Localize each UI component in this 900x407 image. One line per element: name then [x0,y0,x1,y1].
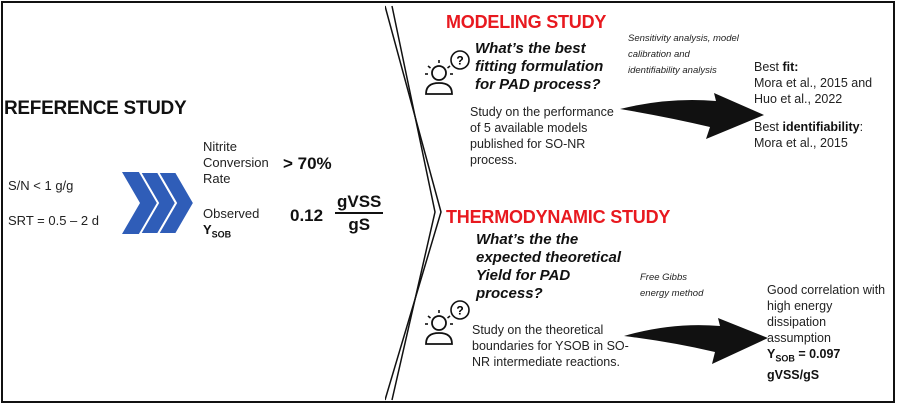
modeling-result-fit: Best fit: Mora et al., 2015 and Huo et a… [754,60,873,106]
thermo-question: What’s the the expected theoretical Yiel… [476,231,622,302]
thermo-description: Study on the theoretical boundaries for … [472,323,629,369]
thermo-result: Good correlation with high energy dissip… [767,283,886,382]
modeling-study-title: MODELING STUDY [446,12,607,32]
yield-value: 0.12 [290,206,324,225]
person-thinking-icon: ? [425,300,470,345]
reference-study-title: REFERENCE STUDY [4,98,187,119]
nitrite-label: Nitrite Conversion Rate [203,139,269,186]
person-thinking-icon: ? [425,50,470,95]
modeling-description: Study on the performance of 5 available … [470,105,614,167]
modeling-result-identifiability: Best identifiability: Mora et al., 2015 [754,120,864,150]
condition-srt: SRT = 0.5 – 2 d [8,213,99,228]
nitrite-value: > 70% [283,154,332,173]
yield-unit-fraction: gVSS gS [335,192,384,234]
curved-arrow-icon [624,318,768,364]
curved-arrow-icon [620,93,764,139]
chevron-triple-icon [122,171,196,235]
svg-text:?: ? [456,304,463,318]
condition-sn: S/N < 1 g/g [8,178,74,193]
observed-yield-label: Observed YSOB [203,206,260,240]
modeling-method: Sensitivity analysis, model calibration … [628,33,739,76]
svg-text:?: ? [456,54,463,68]
large-chevron-divider [385,5,442,401]
thermodynamic-study-title: THERMODYNAMIC STUDY [446,207,671,227]
thermo-method: Free Gibbs energy method [640,272,704,299]
modeling-question: What’s the best fitting formulation for … [475,40,604,93]
